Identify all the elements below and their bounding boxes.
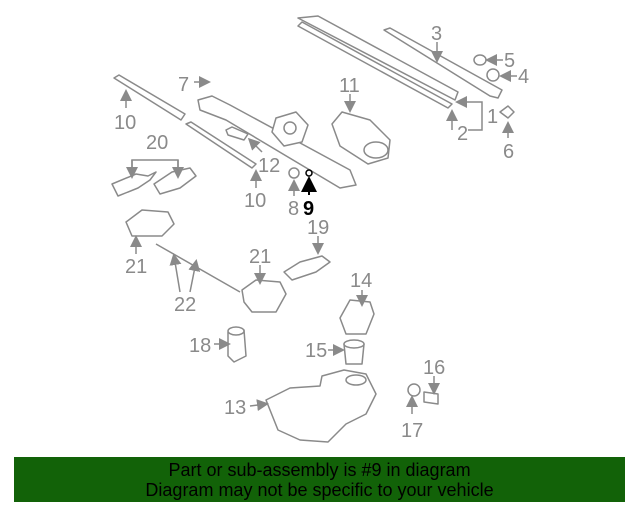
cap-14[interactable] xyxy=(339,299,375,335)
wiper-arm[interactable] xyxy=(383,27,503,99)
bushing-12[interactable] xyxy=(225,126,249,141)
callout-1[interactable]: 1 xyxy=(487,106,498,128)
callout-11[interactable]: 11 xyxy=(339,75,360,97)
grommet-8[interactable] xyxy=(288,167,300,179)
callout-3[interactable]: 3 xyxy=(431,23,442,45)
callout-17[interactable]: 17 xyxy=(401,420,423,442)
callout-7[interactable]: 7 xyxy=(178,74,189,96)
callout-9[interactable]: 9 xyxy=(303,198,314,220)
callout-6[interactable]: 6 xyxy=(503,141,514,163)
callout-10-lower[interactable]: 10 xyxy=(244,190,266,212)
washer-6[interactable] xyxy=(499,105,515,119)
nozzle-21a[interactable] xyxy=(125,209,175,237)
callout-21-left[interactable]: 21 xyxy=(125,256,147,278)
callout-13[interactable]: 13 xyxy=(224,397,246,419)
nozzle-20b[interactable] xyxy=(153,167,197,195)
nut-4[interactable] xyxy=(486,68,500,82)
nozzle-20a[interactable] xyxy=(111,171,157,197)
leader-lines xyxy=(120,42,517,414)
callout-18[interactable]: 18 xyxy=(189,335,211,357)
wiper-motor-11[interactable] xyxy=(331,111,391,165)
callout-15[interactable]: 15 xyxy=(305,340,327,362)
callout-19[interactable]: 19 xyxy=(307,217,329,239)
callout-2[interactable]: 2 xyxy=(457,123,468,145)
nozzle-21b[interactable] xyxy=(241,279,287,313)
callout-5[interactable]: 5 xyxy=(504,50,515,72)
seal-15[interactable] xyxy=(343,339,365,365)
callout-10-upper[interactable]: 10 xyxy=(114,112,136,134)
jet-19[interactable] xyxy=(283,255,331,281)
callout-14[interactable]: 14 xyxy=(350,270,372,292)
reservoir-13[interactable] xyxy=(265,369,377,443)
hose-22[interactable] xyxy=(155,243,241,293)
grommet-17[interactable] xyxy=(407,383,421,397)
pump-18[interactable] xyxy=(227,326,247,363)
sensor-16[interactable] xyxy=(423,391,439,405)
drive-rod-10-upper[interactable] xyxy=(113,74,186,121)
callout-21-right[interactable]: 21 xyxy=(249,246,271,268)
linkage-7[interactable] xyxy=(197,95,357,189)
callout-8[interactable]: 8 xyxy=(288,198,299,220)
callout-16[interactable]: 16 xyxy=(423,357,445,379)
callout-12[interactable]: 12 xyxy=(258,155,280,177)
banner-part-text: Part or sub-assembly is #9 in diagram xyxy=(168,460,471,480)
drive-rod-10-lower[interactable] xyxy=(185,121,257,169)
wiper-blade[interactable] xyxy=(297,15,459,109)
info-banner: Part or sub-assembly is #9 in diagram Di… xyxy=(14,457,625,502)
part-9[interactable] xyxy=(305,169,313,177)
callout-4[interactable]: 4 xyxy=(518,66,529,88)
cap-5[interactable] xyxy=(473,54,487,66)
banner-disclaimer-text: Diagram may not be specific to your vehi… xyxy=(145,480,494,500)
callout-22[interactable]: 22 xyxy=(174,294,196,316)
callout-20[interactable]: 20 xyxy=(146,132,168,154)
